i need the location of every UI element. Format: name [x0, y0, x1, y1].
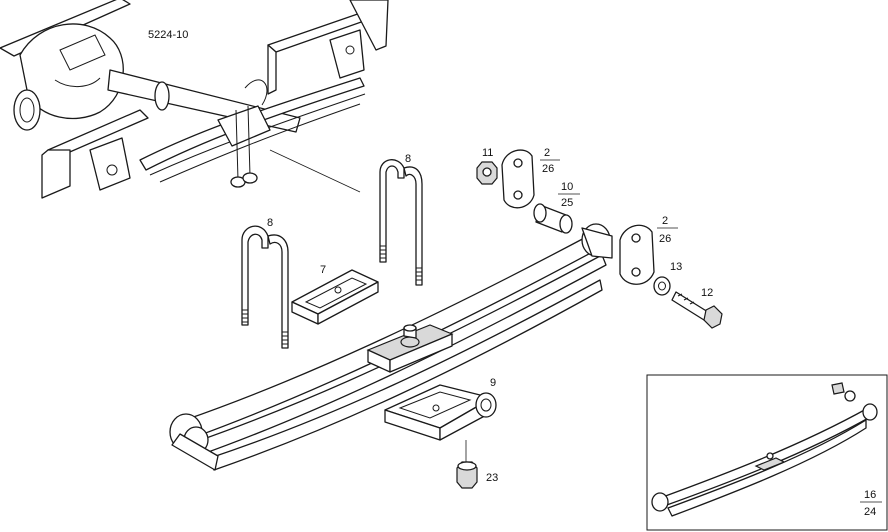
callout-8-right: 8: [405, 153, 411, 165]
callout-2-lower-top: 2: [662, 215, 668, 227]
inset-callout-top: 16: [864, 489, 876, 501]
inset-callout-bottom: 24: [864, 506, 876, 518]
spacer-plate: [291, 269, 379, 325]
drawing-code: 5224-10: [148, 29, 188, 41]
callout-8-left: 8: [267, 217, 273, 229]
bushing: [533, 203, 573, 234]
u-bolt-right: [379, 159, 423, 286]
callout-9: 9: [490, 377, 496, 389]
axle-frame-assembly: 5224-10: [0, 0, 389, 199]
u-bolt-left: [241, 225, 289, 349]
callout-labels: 11 2 26 10 25 2 26 13 12 8 8 7 9 23: [267, 147, 713, 484]
callout-2-upper-bottom: 26: [542, 163, 554, 175]
shackle-plate-lower: [619, 224, 655, 285]
callout-12: 12: [701, 287, 713, 299]
bolt-12: [671, 291, 723, 329]
leaf-spring: [169, 223, 613, 471]
callout-10-bottom: 25: [561, 197, 573, 209]
callout-7: 7: [320, 264, 326, 276]
callout-2-lower-bottom: 26: [659, 233, 671, 245]
callout-23: 23: [486, 472, 498, 484]
callout-2-upper-top: 2: [544, 147, 550, 159]
inset-view: 16 24: [646, 374, 888, 531]
washer-13: [653, 276, 671, 296]
nut-11: [476, 161, 498, 185]
shackle-plate-upper: [501, 149, 535, 209]
callout-10-top: 10: [561, 181, 573, 193]
nut-23: [456, 440, 478, 489]
callout-11: 11: [482, 147, 493, 159]
callout-13: 13: [670, 261, 682, 273]
lower-plate: [384, 384, 497, 441]
